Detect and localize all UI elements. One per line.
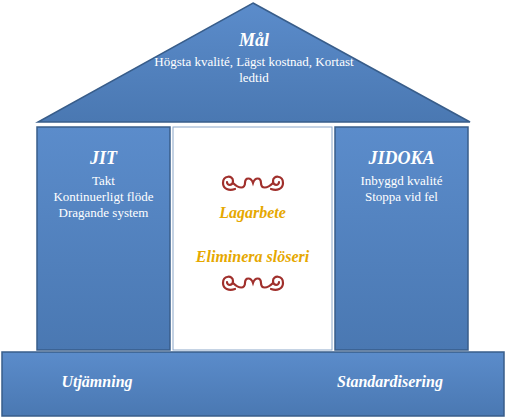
principle-text: Lagarbete — [219, 203, 286, 223]
foundation-shape — [2, 352, 504, 416]
principle-text: Eliminera slöseri — [196, 247, 309, 267]
foundation: Utjämning Standardisering — [2, 352, 504, 416]
node-text: Kontinuerligt flöde — [53, 189, 153, 205]
roof: MålHögsta kvalité, Lägst kostnad, Kortas… — [38, 2, 470, 124]
node-text: Högsta kvalité, Lägst kostnad, Kortast l… — [154, 54, 354, 86]
pillar-left: JIT TaktKontinuerligt flödeDragande syste… — [37, 127, 170, 350]
node-text: Inbyggd kvalité — [361, 173, 443, 189]
pillar-shape — [335, 127, 468, 350]
pillar-heading: JIDOKA — [368, 147, 434, 169]
pillar-heading: Mål — [239, 29, 269, 51]
pillar-shape — [37, 127, 170, 350]
pillar-heading: JIT — [90, 147, 117, 169]
node-text: Stoppa vid fel — [365, 189, 438, 205]
pillar-right: JIDOKA Inbyggd kvalitéStoppa vid fel — [335, 127, 468, 350]
ornament — [223, 177, 283, 290]
node-text: Dragande system — [59, 205, 149, 221]
node-text: Utjämning — [2, 372, 192, 392]
node-text: Standardisering — [290, 372, 490, 392]
center-box: LagarbeteEliminera slöseri — [173, 127, 332, 350]
node-text: Takt — [92, 173, 115, 189]
center-shape — [173, 127, 332, 350]
roof-shape — [38, 3, 470, 122]
